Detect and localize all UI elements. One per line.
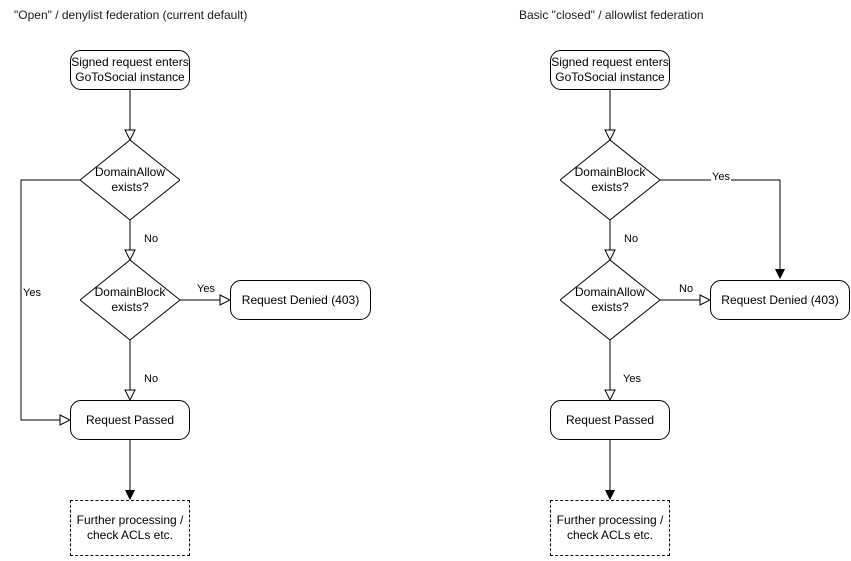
diamond-shape <box>80 260 180 340</box>
right-decision-domainallow: DomainAllow exists? <box>560 260 660 340</box>
diamond-shape <box>80 140 180 220</box>
right-start-line1: Signed request enters <box>551 55 669 69</box>
left-start-line2: GoToSocial instance <box>75 70 185 84</box>
right-edge-label-block-yes: Yes <box>711 171 731 184</box>
right-further-line1: Further processing / <box>556 513 664 527</box>
right-request-denied-node: Request Denied (403) <box>710 280 850 320</box>
left-decision-domainallow: DomainAllow exists? <box>80 140 180 220</box>
left-further-line2: check ACLs etc. <box>86 528 174 542</box>
right-start-line2: GoToSocial instance <box>555 70 665 84</box>
left-edge-label-block-yes: Yes <box>196 283 216 296</box>
right-edge-label-block-no: No <box>623 233 640 246</box>
right-further-line2: check ACLs etc. <box>566 528 654 542</box>
right-further-processing-node: Further processing / check ACLs etc. <box>550 500 670 556</box>
right-request-passed-node: Request Passed <box>550 400 670 440</box>
right-edge-label-allow-no: No <box>678 283 695 296</box>
diagram-title-right: Basic "closed" / allowlist federation <box>519 8 704 22</box>
right-edge-label-allow-yes: Yes <box>622 373 642 386</box>
edge-left-allow-yes <box>20 179 80 420</box>
diagram-title-left: "Open" / denylist federation (current de… <box>14 8 248 22</box>
left-further-processing-node: Further processing / check ACLs etc. <box>70 500 190 556</box>
left-decision-domainblock: DomainBlock exists? <box>80 260 180 340</box>
left-request-passed-node: Request Passed <box>70 400 190 440</box>
left-further-line1: Further processing / <box>76 513 184 527</box>
left-request-denied-node: Request Denied (403) <box>230 280 371 320</box>
diamond-shape <box>560 140 660 220</box>
left-edge-label-allow-no: No <box>143 233 160 246</box>
left-start-node: Signed request enters GoToSocial instanc… <box>70 50 190 90</box>
left-edge-label-allow-yes: Yes <box>22 287 42 300</box>
right-start-node: Signed request enters GoToSocial instanc… <box>550 50 670 90</box>
right-decision-domainblock: DomainBlock exists? <box>560 140 660 220</box>
edge-right-block-yes <box>660 179 780 277</box>
left-edge-label-block-no: No <box>143 373 160 386</box>
left-start-line1: Signed request enters <box>71 55 189 69</box>
diamond-shape <box>560 260 660 340</box>
